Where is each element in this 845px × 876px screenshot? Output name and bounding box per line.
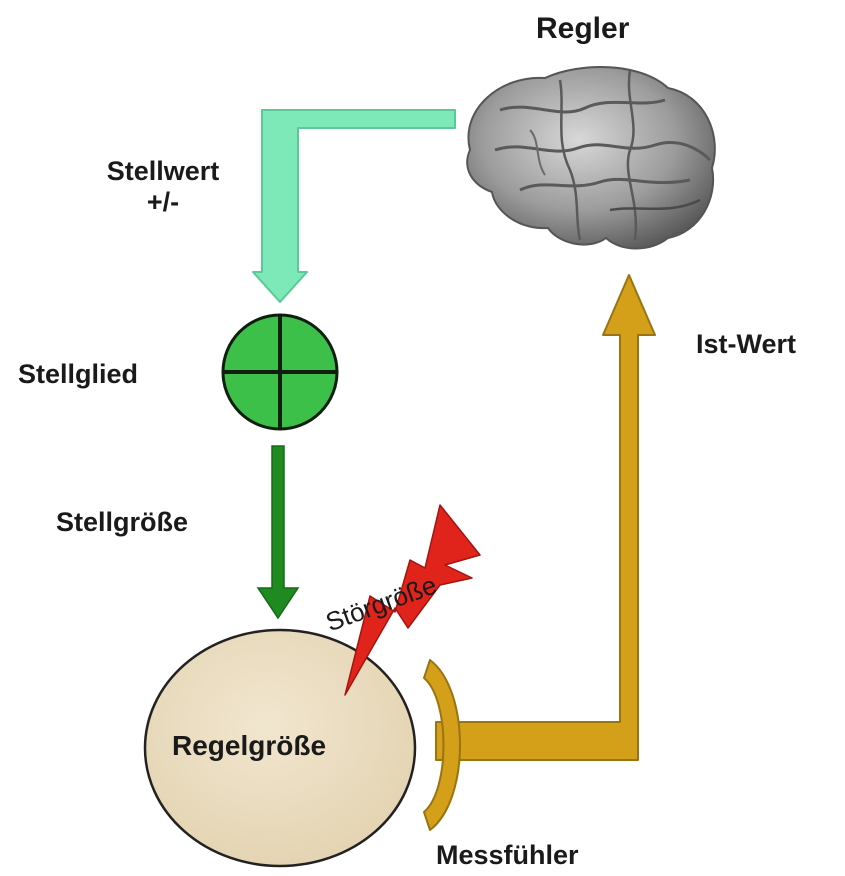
stellwert-label-line1: Stellwert: [78, 156, 248, 187]
messfuehler-label: Messfühler: [436, 840, 579, 871]
regler-label: Regler: [536, 12, 629, 47]
crosshair-circle-icon: [223, 315, 337, 429]
ist-wert-label: Ist-Wert: [696, 329, 796, 360]
feedback-arrow: [436, 275, 655, 760]
stellwert-label-line2: +/-: [78, 187, 248, 218]
brain-icon: [467, 67, 715, 248]
setpoint-arrow: [253, 110, 455, 302]
stellglied-label: Stellglied: [18, 359, 138, 390]
actuating-arrow: [258, 446, 298, 618]
stellgroesse-label: Stellgröße: [56, 507, 188, 538]
regelgroesse-label: Regelgröße: [172, 730, 326, 762]
stellwert-label: Stellwert +/-: [78, 156, 248, 218]
